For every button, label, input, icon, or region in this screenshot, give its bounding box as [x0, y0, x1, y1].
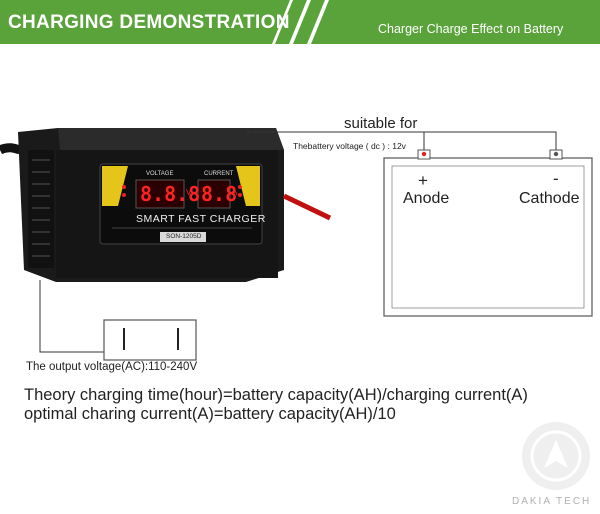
battery	[383, 149, 593, 317]
wall-socket	[103, 319, 197, 361]
voltage-unit: V	[186, 188, 192, 197]
page-subtitle: Charger Charge Effect on Battery	[378, 22, 564, 36]
header-banner: CHARGING DEMONSTRATION Charger Charge Ef…	[0, 0, 600, 44]
charger-unit	[18, 128, 332, 282]
formula-optimal-current: optimal charing current(A)=battery capac…	[24, 405, 396, 423]
voltage-label: VOLTAGE	[146, 171, 174, 177]
battery-voltage-note: Thebattery voltage ( dc ) : 12v	[293, 141, 406, 151]
anode-label: Anode	[403, 190, 450, 207]
positive-terminal-dot	[421, 151, 427, 157]
formula-charging-time: Theory charging time(hour)=battery capac…	[24, 386, 528, 404]
voltage-display	[135, 179, 185, 209]
dakia-tech-logo	[522, 422, 590, 490]
power-cord	[0, 143, 22, 155]
mains-wire	[39, 280, 104, 353]
current-label: CURRENT	[204, 171, 234, 177]
page-title: CHARGING DEMONSTRATION	[8, 12, 290, 33]
charge-wire	[247, 131, 557, 150]
current-display	[197, 179, 231, 209]
cathode-label: Cathode	[519, 190, 580, 207]
header-background	[0, 0, 600, 44]
output-voltage-label: The output voltage(AC):110-240V	[26, 361, 198, 373]
output-cable	[282, 193, 332, 221]
charger-brand: SMART FAST CHARGER	[136, 213, 266, 225]
positive-sign: +	[418, 171, 428, 190]
model-plate	[160, 232, 206, 242]
voltage-readout: 8.8.8	[140, 182, 201, 206]
watermark-text: DAKIA TECH	[512, 496, 592, 507]
negative-terminal-dot	[553, 151, 559, 157]
charger-model: SON-1205D	[166, 233, 202, 240]
current-unit: A	[232, 188, 238, 197]
negative-sign: -	[553, 169, 559, 188]
current-readout: 8.8	[201, 182, 238, 206]
suitable-for-label: suitable for	[344, 115, 418, 132]
